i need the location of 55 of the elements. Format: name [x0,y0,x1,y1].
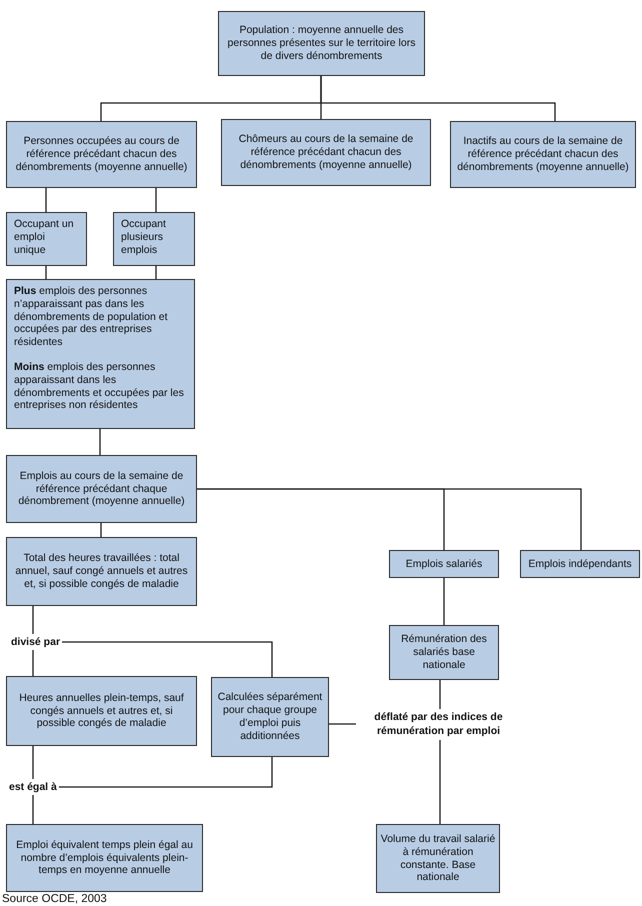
connector-line [58,757,273,788]
connector-line [439,740,441,824]
process-box [6,455,197,523]
operation-label: divisé par [9,634,62,650]
connector-line [443,578,445,625]
connector-line [32,650,34,676]
box-text: Chômeurs au cours de la semaine de référence précédant chacun des dénombrements (moyenne annuelle) [238,133,414,172]
box-text: Total des heures travaillées : total annuel, sauf congé annuels et autres et, si possible congés de maladie [14,552,189,591]
connector-line [100,523,102,537]
process-box [520,550,640,578]
box-text: Emplois salariés [406,558,482,570]
box-text: Emplois indépendants [528,558,632,570]
connector-line [320,76,556,121]
box-text: Volume du travail salarié à rémunération constante. Base nationale [380,832,496,884]
connector-line [45,188,47,212]
box-text: Emploi équivalent temps plein égal au nombre d’emplois équivalents plein-temps en moyenne annuelle [15,838,194,878]
box-text: Moins emplois des personnes apparaissant dans les dénombrements et occupées par les entreprises non résidentes [14,360,185,412]
process-box [389,550,499,578]
connector-line [329,723,356,725]
box-text: Personnes occupées au cours de référence précédant chacun des dénombrements (moyenne annuelle) [14,135,188,174]
connector-line [197,488,582,550]
process-box [376,824,500,893]
box-text: Population : moyenne annuelle des personnes présentes sur le territoire lors de divers dénombrements [226,24,416,63]
box-text: Heures annuelles plein-temps, sauf congés annuels et autres et, si possible congés de maladie [18,692,185,730]
operation-label: déflaté par des indices de rémunération par emploi [356,709,521,740]
process-box [6,212,87,266]
box-text: Inactifs au cours de la semaine de référence précédant chacun des dénombrements (moyenne annuelle) [456,135,630,174]
process-box [6,121,197,188]
box-text: Occupant plusieurs emplois [121,218,167,256]
process-box [113,212,195,266]
process-box [6,537,197,606]
process-box [450,121,636,188]
operation-label: est égal à [7,779,59,795]
connector-line [99,429,101,455]
box-text: Plus emplois des personnes n’apparaissant pas dans les dénombrements de population et occupées par des entreprises résidentes [14,285,169,349]
box-text: Occupant un emploi unique [14,218,75,256]
box-text: Rémunération des salariés base nationale [400,633,488,672]
connector-line [155,188,157,212]
connector-line [32,606,34,634]
connector-line [32,795,34,824]
connector-line [45,266,47,279]
connector-line [439,680,441,709]
process-box [218,11,425,76]
connector-line [62,641,273,677]
process-box [6,676,197,746]
process-box [221,119,431,186]
connector-line [155,266,157,279]
connector-line [32,746,34,779]
box-text: Emplois au cours de la semaine de référence précédant chaque dénombrement (moyenne annuelle) [17,470,186,508]
box-text: Calculées séparément pour chaque groupe d’emploi puis additionnées [216,691,324,743]
process-box [6,279,195,429]
process-box [211,677,329,757]
process-box [6,824,203,892]
process-box [389,625,499,680]
source-note: Source OCDE, 2003 [2,894,107,905]
